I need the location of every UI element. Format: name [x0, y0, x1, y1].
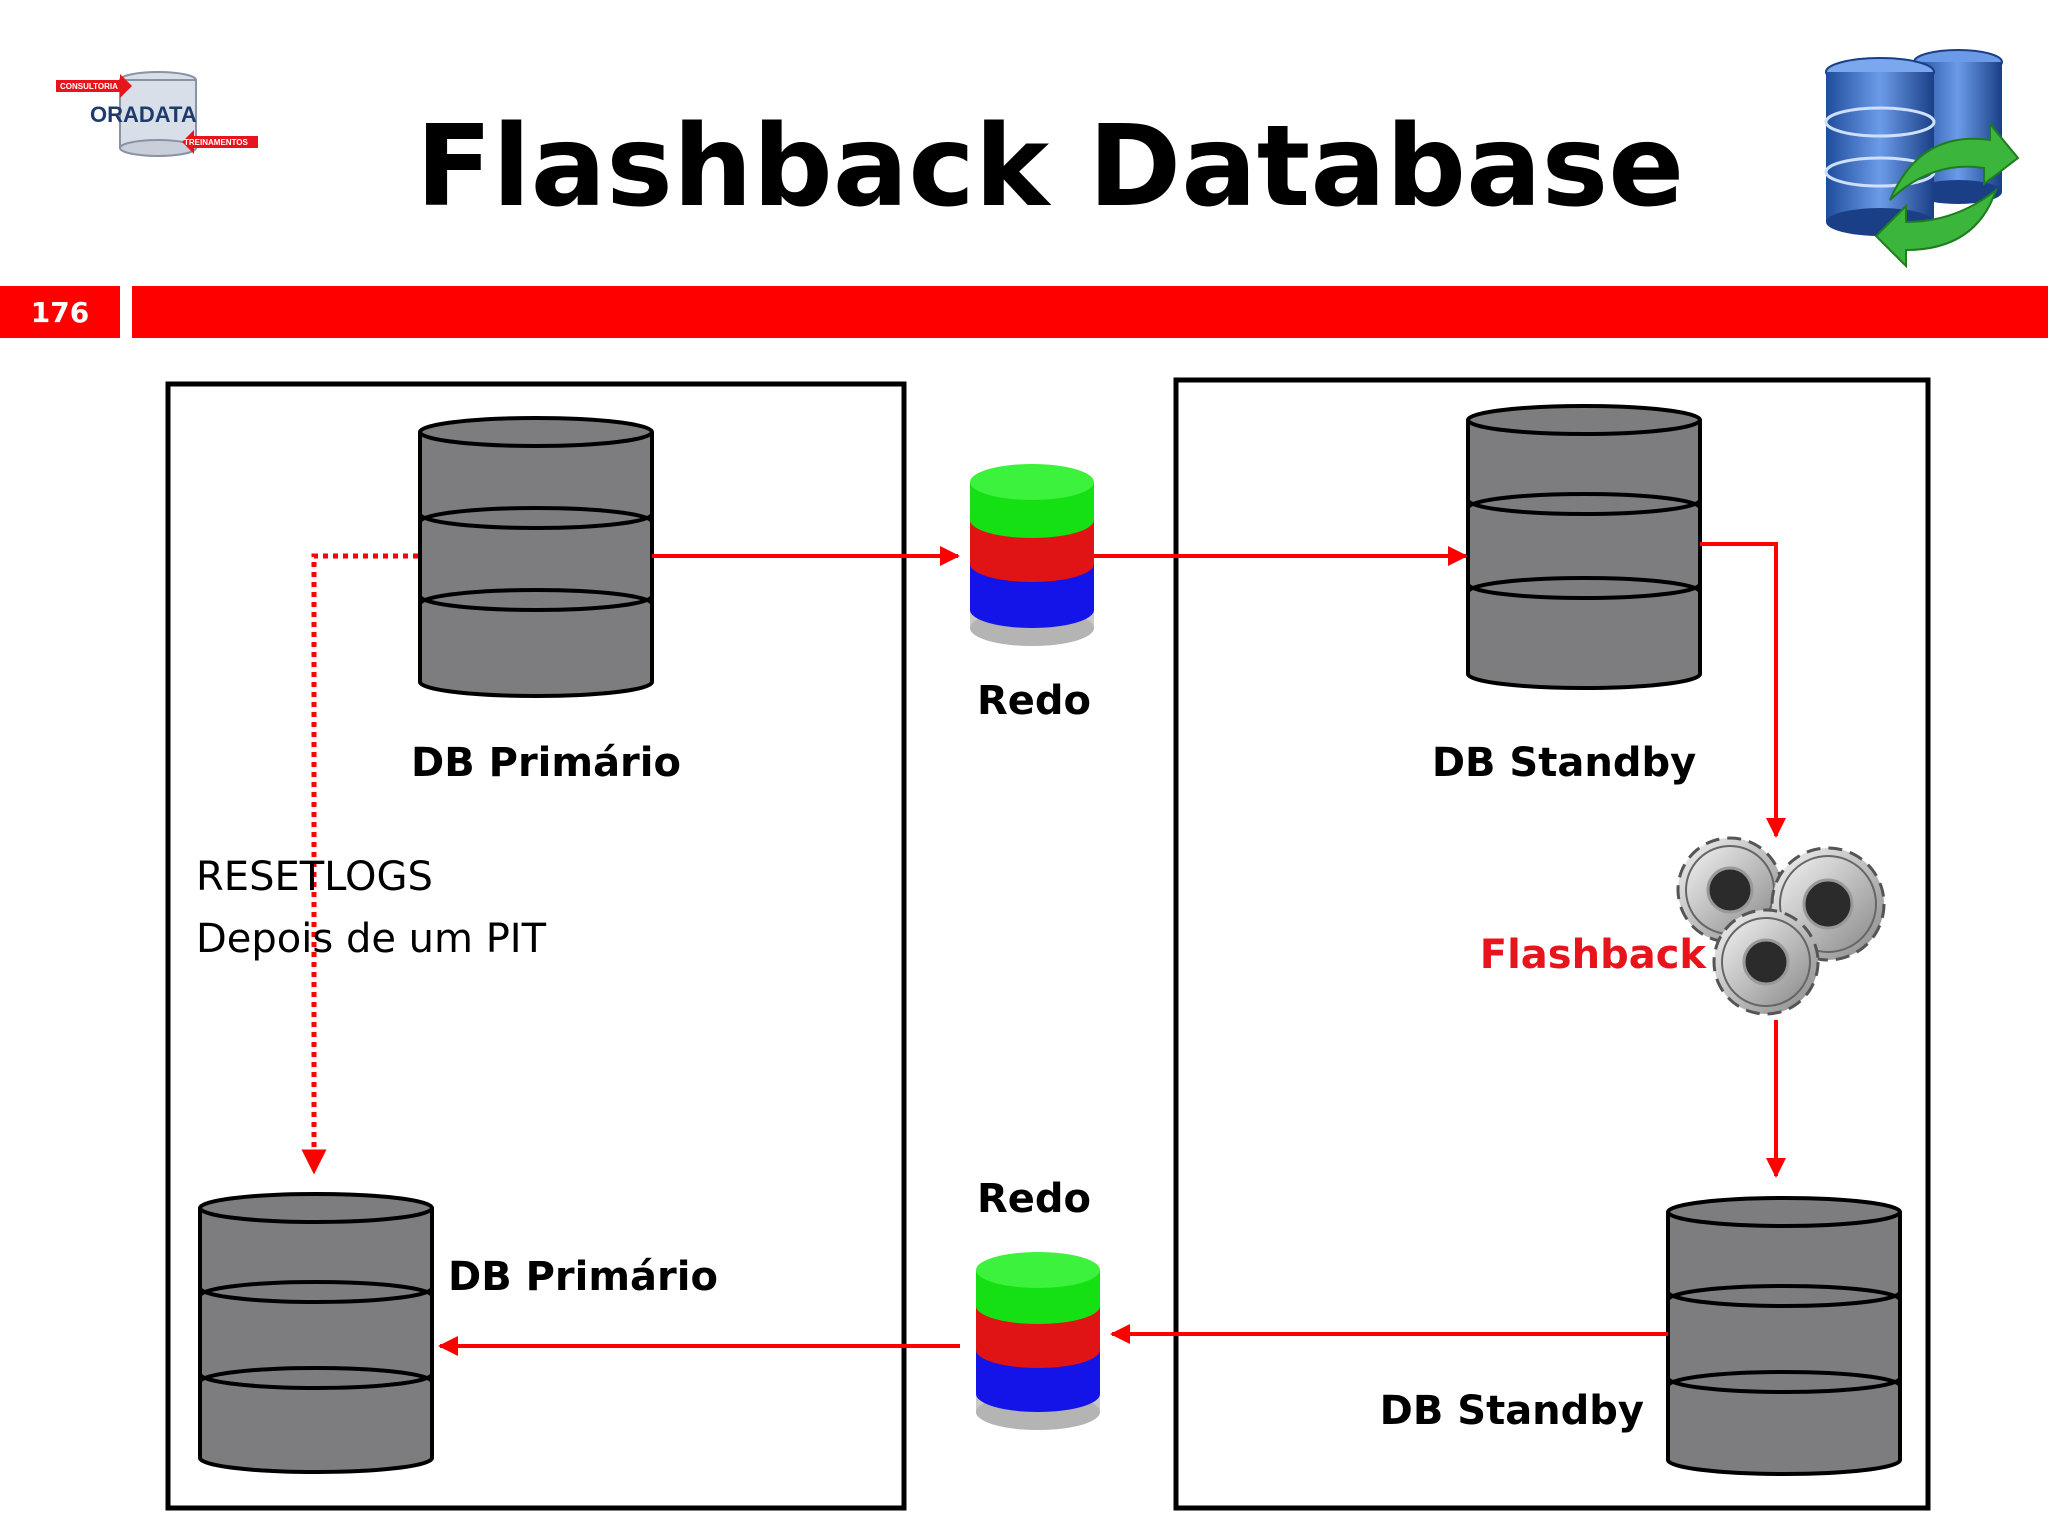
page-number: 176	[31, 296, 89, 329]
resetlogs-note-line1: RESETLOGS	[196, 854, 433, 900]
header-accent-bar	[132, 286, 2048, 338]
redo-top-label: Redo	[977, 678, 1091, 724]
redo-top-icon	[970, 464, 1094, 646]
page-title: Flashback Database	[416, 102, 1685, 232]
primary-site-panel	[165, 381, 907, 1511]
database-sync-icon	[1824, 49, 2020, 269]
gears-icon	[1676, 836, 1886, 1016]
dotted-arrow-resetlogs	[301, 553, 418, 1175]
logo-name: ORADATA	[90, 102, 197, 127]
db-primary-bottom-label: DB Primário	[448, 1254, 718, 1300]
page-number-box	[0, 286, 120, 338]
flashback-label: Flashback	[1480, 932, 1708, 978]
logo-top-tag: CONSULTORIA	[60, 82, 118, 91]
db-primary-bottom-icon	[198, 1192, 434, 1474]
logo-bottom-tag: TREINAMENTOS	[184, 138, 249, 147]
db-standby-bottom-label: DB Standby	[1380, 1388, 1644, 1434]
resetlogs-note-line2: Depois de um PIT	[196, 916, 547, 962]
db-primary-top-label: DB Primário	[411, 740, 681, 786]
db-standby-top-label: DB Standby	[1432, 740, 1696, 786]
db-standby-bottom-icon	[1666, 1196, 1902, 1476]
db-standby-top-icon	[1466, 404, 1702, 690]
oradata-logo: CONSULTORIA TREINAMENTOS ORADATA	[56, 71, 258, 157]
db-primary-top-icon	[418, 416, 654, 698]
standby-site-panel	[1173, 377, 1931, 1511]
arrow-standby-to-flashback	[1700, 542, 1786, 838]
redo-bottom-icon	[976, 1252, 1100, 1430]
redo-bottom-label: Redo	[977, 1176, 1091, 1222]
